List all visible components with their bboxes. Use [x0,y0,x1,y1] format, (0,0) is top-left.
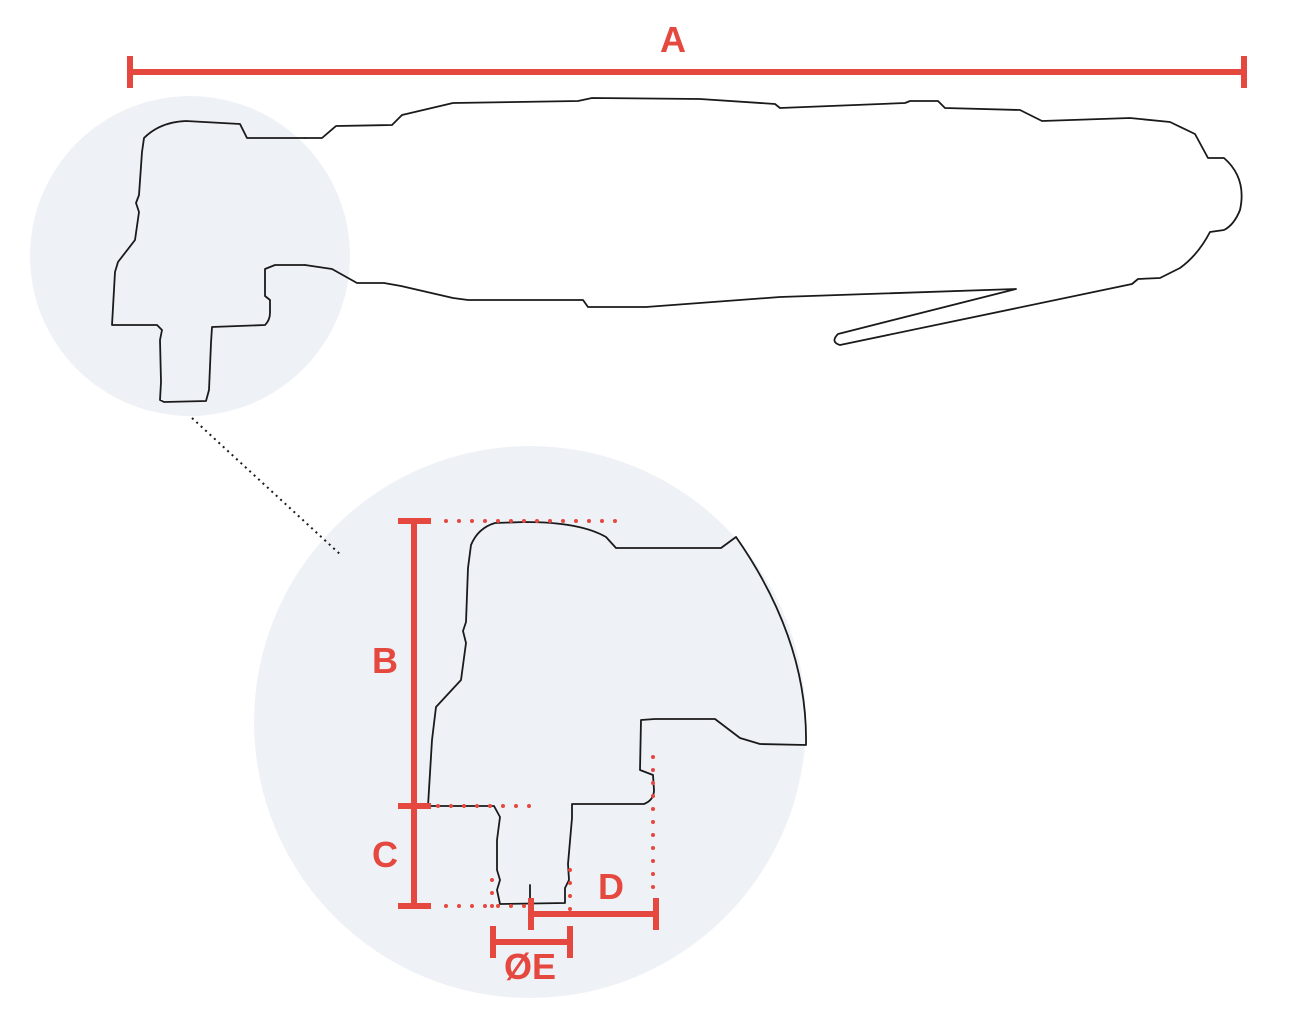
dimension-d: D [528,755,659,930]
dimension-c-label: C [372,834,398,875]
zoom-circle [254,446,806,998]
dimension-e: ØE [490,868,573,987]
dimension-e-label: ØE [504,946,556,987]
dimension-b-c: B C [372,518,630,909]
dimension-a: A [127,19,1247,88]
zoom-connector-line [191,417,343,557]
tool-head-outline [111,120,306,403]
dimension-b-label: B [372,640,398,681]
head-highlight-circle [30,96,350,416]
dimension-a-label: A [660,19,686,60]
tool-body-outline [304,97,1243,346]
dimension-d-label: D [598,866,624,907]
